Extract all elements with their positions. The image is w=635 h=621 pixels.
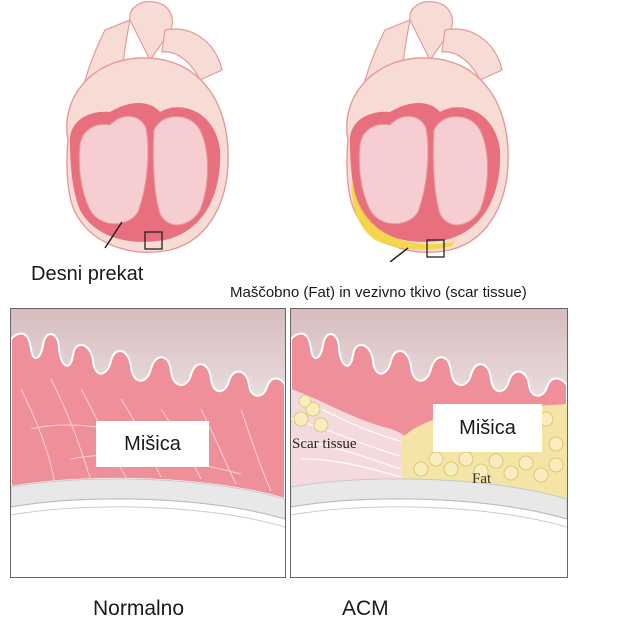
acm-caption: ACM: [342, 597, 389, 621]
scar-tissue-label: Scar tissue: [292, 436, 357, 453]
heart-acm: [330, 0, 530, 262]
fat-scar-caption: Maščobno (Fat) in vezivno tkivo (scar ti…: [230, 284, 527, 301]
heart-normal: [50, 0, 250, 262]
muscle-label-acm: Mišica: [433, 404, 542, 452]
muscle-label-normal: Mišica: [96, 421, 209, 467]
normal-caption: Normalno: [93, 597, 184, 621]
right-ventricle-label: Desni prekat: [31, 263, 143, 286]
fat-label: Fat: [472, 471, 491, 488]
